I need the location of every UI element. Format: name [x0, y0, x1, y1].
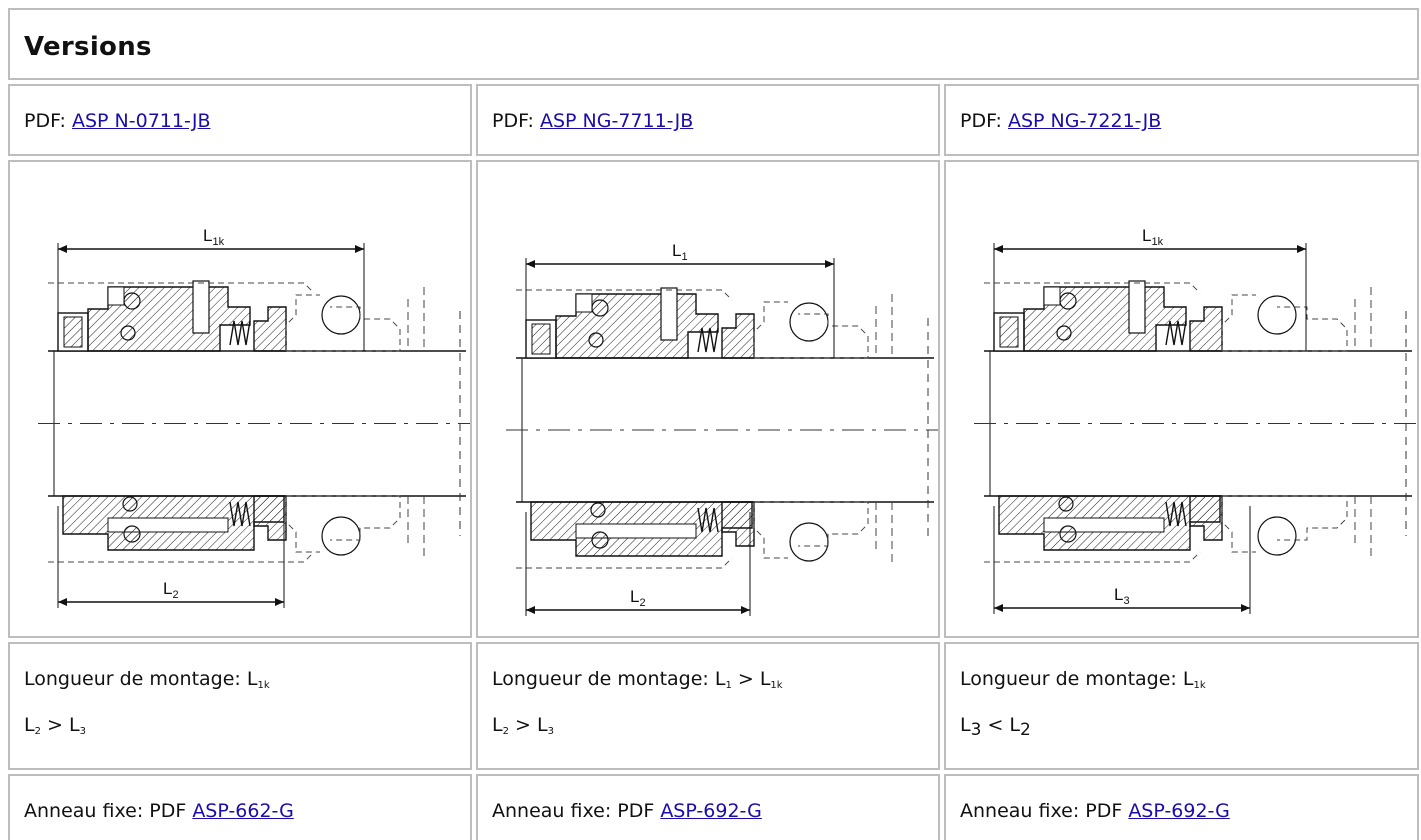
mount-cell-2: Longueur de montage: L1 > L1k L2 > L3 [476, 642, 940, 770]
mounting-length: Longueur de montage: L1k [24, 668, 270, 691]
svg-text:L3: L3 [1114, 585, 1130, 607]
mounting-length: Longueur de montage: L1 > L1k [492, 668, 783, 691]
svg-text:L1k: L1k [1142, 226, 1164, 248]
table-header: Versions [8, 8, 1419, 80]
svg-text:L1: L1 [672, 241, 688, 263]
section-title: Versions [24, 32, 152, 62]
pdf-link-asp-ng-7711-jb[interactable]: ASP NG-7711-JB [539, 110, 694, 132]
svg-text:L2: L2 [163, 579, 179, 601]
ring-link-asp-692-g[interactable]: ASP-692-G [660, 800, 762, 822]
ring-label: Anneau fixe: PDF [492, 800, 661, 822]
length-relation: L2 > L3 [492, 714, 554, 737]
top-dimension: L1k [993, 226, 1307, 351]
mounting-length: Longueur de montage: L1k [960, 668, 1206, 691]
pdf-link-asp-n-0711-jb[interactable]: ASP N-0711-JB [71, 110, 211, 132]
top-dimension: L1k [57, 226, 365, 351]
pdf-cell-2: PDF: ASP NG-7711-JB [476, 84, 940, 156]
upper-seal-section [516, 287, 893, 359]
mount-cell-1: Longueur de montage: L1k L2 > L3 [8, 642, 472, 770]
upper-seal-section [984, 280, 1372, 352]
lower-seal-section [48, 495, 425, 563]
pdf-cell-3: PDF: ASP NG-7221-JB [944, 84, 1419, 156]
length-relation: L3 < L2 [960, 714, 1031, 740]
pdf-label: PDF: [960, 110, 1008, 132]
ring-label: Anneau fixe: PDF [960, 800, 1129, 822]
ring-cell-3: Anneau fixe: PDF ASP-692-G [944, 774, 1419, 840]
pdf-cell-1: PDF: ASP N-0711-JB [8, 84, 472, 156]
svg-text:L2: L2 [630, 587, 646, 609]
upper-seal-section [48, 280, 425, 352]
pdf-label: PDF: [492, 110, 540, 132]
ring-label: Anneau fixe: PDF [24, 800, 193, 822]
top-dimension: L1 [525, 241, 835, 358]
pdf-link-asp-ng-7221-jb[interactable]: ASP NG-7221-JB [1007, 110, 1162, 132]
length-relation: L2 > L3 [24, 714, 86, 737]
ring-link-asp-662-g[interactable]: ASP-662-G [192, 800, 294, 822]
ring-cell-2: Anneau fixe: PDF ASP-692-G [476, 774, 940, 840]
pdf-label: PDF: [24, 110, 72, 132]
svg-text:L1k: L1k [203, 226, 225, 248]
lower-seal-section [516, 501, 893, 569]
lower-seal-section [984, 495, 1372, 563]
ring-link-asp-692-g-2[interactable]: ASP-692-G [1128, 800, 1230, 822]
ring-cell-1: Anneau fixe: PDF ASP-662-G [8, 774, 472, 840]
mount-cell-3: Longueur de montage: L1k L3 < L2 [944, 642, 1419, 770]
